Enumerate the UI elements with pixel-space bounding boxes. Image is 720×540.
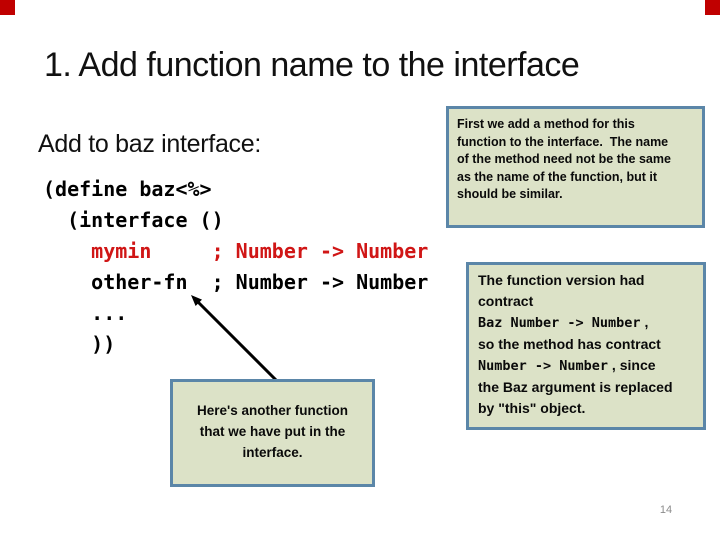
page-number: 14 (659, 504, 673, 516)
corner-marker-right (705, 0, 720, 15)
code-block: (define baz<%> (interface () mymin ; Num… (43, 177, 429, 356)
corner-marker-left (0, 0, 15, 15)
slide-title: 1. Add function name to the interface (44, 46, 580, 84)
subheading: Add to baz interface: (38, 130, 262, 158)
